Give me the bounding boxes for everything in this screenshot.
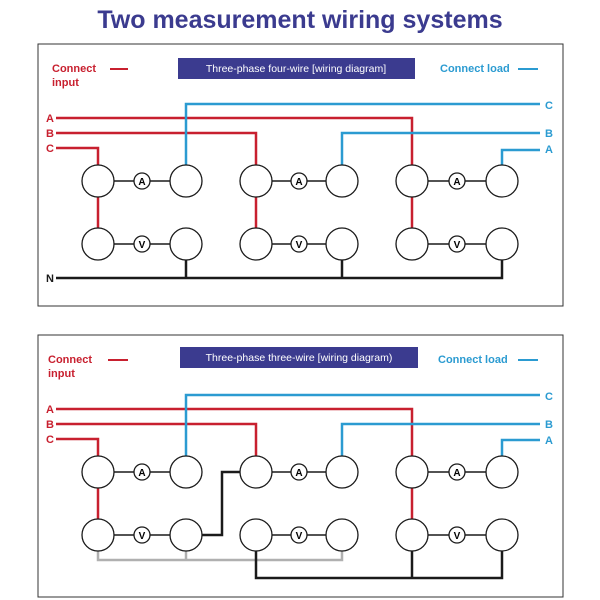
input-phase-c: C — [46, 434, 54, 446]
terminal — [81, 518, 115, 552]
ammeter-icon: A — [290, 172, 308, 190]
svg-text:V: V — [139, 240, 146, 251]
svg-text:V: V — [454, 531, 461, 542]
terminal — [239, 227, 273, 261]
wire-load-a — [500, 438, 540, 456]
terminal — [485, 164, 519, 198]
wire-input-c — [56, 437, 100, 456]
terminal — [239, 164, 273, 198]
connect-load-label: Connect load — [440, 63, 510, 75]
wire-load-a — [500, 148, 540, 166]
wire-load-c — [184, 102, 540, 166]
svg-text:A: A — [295, 468, 302, 479]
connect-input-label-line2: input — [48, 368, 75, 380]
terminal — [485, 227, 519, 261]
output-phase-b: B — [545, 419, 553, 431]
terminal — [395, 227, 429, 261]
voltmeter-icon: V — [448, 526, 466, 544]
svg-text:A: A — [453, 468, 460, 479]
terminals — [81, 455, 519, 552]
input-phase-a: A — [46, 404, 54, 416]
svg-text:A: A — [138, 468, 145, 479]
connect-input-label: Connect — [48, 354, 92, 366]
panel-four-wire: Three-phase four-wire [wiring diagram] C… — [37, 43, 564, 307]
voltmeter-icon: V — [448, 235, 466, 253]
connect-load-label: Connect load — [438, 354, 508, 366]
input-wires — [56, 407, 414, 519]
wire-input-c — [56, 146, 100, 166]
input-phase-c: C — [46, 143, 54, 155]
ammeter-icon: A — [133, 463, 151, 481]
output-phase-b: B — [545, 128, 553, 140]
wire-input-b — [56, 422, 258, 456]
terminal — [325, 518, 359, 552]
output-phase-a: A — [545, 435, 553, 447]
connect-input-label: Connect — [52, 63, 96, 75]
output-phase-a: A — [545, 144, 553, 156]
black-link-wire — [202, 470, 504, 580]
ammeter-icon: A — [448, 172, 466, 190]
ammeter-icon: A — [133, 172, 151, 190]
wire-input-a — [56, 407, 414, 456]
panel-banner — [178, 58, 415, 79]
gray-link-wire — [96, 550, 344, 562]
terminal — [395, 455, 429, 489]
voltmeter-icon: V — [290, 235, 308, 253]
terminal — [239, 518, 273, 552]
banner-text: Three-phase three-wire [wiring diagram) — [206, 352, 393, 364]
wire-load-c — [184, 393, 540, 456]
terminal — [169, 227, 203, 261]
svg-text:V: V — [296, 531, 303, 542]
output-phase-c: C — [545, 100, 553, 112]
wire-load-b — [340, 131, 540, 166]
terminal — [325, 227, 359, 261]
load-wires — [184, 393, 540, 456]
terminal — [169, 518, 203, 552]
voltmeter-icon: V — [133, 526, 151, 544]
output-phase-c: C — [545, 391, 553, 403]
terminal — [325, 455, 359, 489]
voltmeter-icon: V — [133, 235, 151, 253]
banner-text: Three-phase four-wire [wiring diagram] — [206, 63, 386, 75]
svg-text:A: A — [453, 177, 460, 188]
connect-input-label-line2: input — [52, 77, 79, 89]
wire-input-b — [56, 131, 258, 166]
terminal — [395, 518, 429, 552]
input-wires — [56, 116, 414, 229]
panel-three-wire: Three-phase three-wire [wiring diagram) … — [37, 334, 564, 598]
wire-load-b — [340, 422, 540, 456]
svg-text:V: V — [296, 240, 303, 251]
svg-text:V: V — [139, 531, 146, 542]
terminal — [325, 164, 359, 198]
voltmeter-icon: V — [290, 526, 308, 544]
terminal — [485, 455, 519, 489]
wire-input-a — [56, 116, 414, 166]
page-title: Two measurement wiring systems — [97, 6, 503, 34]
load-wires — [184, 102, 540, 166]
panel-banner — [180, 347, 418, 368]
input-phase-b: B — [46, 419, 54, 431]
svg-text:A: A — [295, 177, 302, 188]
svg-text:A: A — [138, 177, 145, 188]
terminal — [169, 164, 203, 198]
svg-text:V: V — [454, 240, 461, 251]
input-phase-b: B — [46, 128, 54, 140]
terminal — [485, 518, 519, 552]
neutral-label: N — [46, 273, 54, 285]
input-phase-a: A — [46, 113, 54, 125]
neutral-wire — [56, 259, 504, 280]
terminal — [395, 164, 429, 198]
terminal — [81, 455, 115, 489]
terminal — [81, 227, 115, 261]
terminals — [81, 164, 519, 261]
ammeter-icon: A — [290, 463, 308, 481]
ammeter-icon: A — [448, 463, 466, 481]
terminal — [239, 455, 273, 489]
terminal — [169, 455, 203, 489]
terminal — [81, 164, 115, 198]
